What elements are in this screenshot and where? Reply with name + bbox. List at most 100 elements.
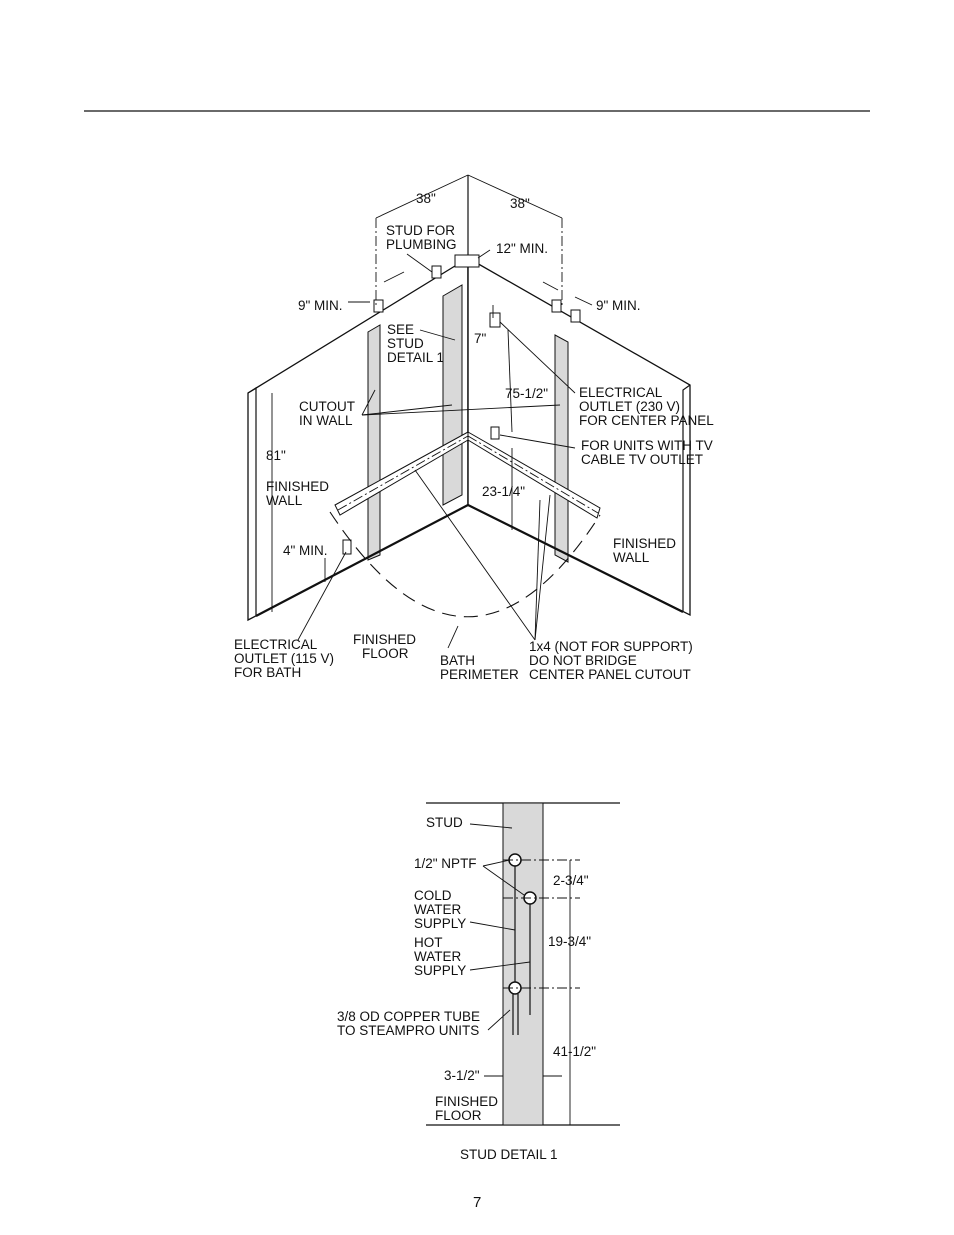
- hot-label-1: HOT: [414, 935, 443, 950]
- finished-wall-left-label-2: WALL: [266, 493, 303, 508]
- hot-label-3: SUPPLY: [414, 963, 466, 978]
- see-stud-label-2: STUD: [387, 336, 424, 351]
- copper-label-1: 3/8 OD COPPER TUBE: [337, 1009, 480, 1024]
- bath-perimeter-label-1: BATH: [440, 653, 475, 668]
- dim-9-right-label: 9" MIN.: [596, 298, 641, 313]
- leader-nptf-1: [482, 859, 511, 867]
- cutout-label-2: IN WALL: [299, 413, 353, 428]
- dim-23-label: 23-1/4": [482, 484, 525, 499]
- dim-12-leader: [477, 249, 491, 259]
- leader-cutout-3: [361, 404, 561, 416]
- floor-left: [255, 504, 469, 617]
- leader-stud-plumbing: [406, 253, 433, 273]
- page-number: 7: [473, 1194, 481, 1211]
- dim-9-left-leader2: [383, 271, 405, 283]
- finished-floor-label-1: FINISHED: [353, 632, 416, 647]
- dim-d2-label: 19-3/4": [548, 934, 591, 949]
- dim-38-right-label: 38": [510, 196, 530, 211]
- outlet-115-label-3: FOR BATH: [234, 665, 301, 680]
- leader-cold: [469, 921, 516, 931]
- stud-label: STUD: [426, 815, 463, 830]
- detail-floor-label-1: FINISHED: [435, 1094, 498, 1109]
- dim-12-label: 12" MIN.: [496, 241, 548, 256]
- leader-1x4-c: [534, 499, 541, 641]
- leader-hot: [469, 961, 531, 971]
- outlet-230-label-3: FOR CENTER PANEL: [579, 413, 714, 428]
- dim-d3-label: 41-1/2": [553, 1044, 596, 1059]
- tv-outlet-label-2: CABLE TV OUTLET: [581, 452, 703, 467]
- leader-see-stud: [419, 329, 456, 341]
- bath-perimeter-arc: [329, 511, 601, 618]
- stud-detail-title: STUD DETAIL 1: [460, 1147, 558, 1162]
- see-stud-label-3: DETAIL 1: [387, 350, 444, 365]
- one-by-four-right-dash: [467, 435, 599, 514]
- cutout-center-left: [442, 284, 463, 506]
- bath-perimeter-label-2: PERIMETER: [440, 667, 519, 682]
- cutout-label-1: CUTOUT: [299, 399, 355, 414]
- outlet-230-label-1: ELECTRICAL: [579, 385, 663, 400]
- dim-75-line: [507, 329, 513, 433]
- dim-38-right-line: [467, 174, 563, 219]
- finished-floor-label-2: FLOOR: [362, 646, 409, 661]
- cutout-left: [367, 324, 381, 561]
- tv-outlet-icon: [490, 426, 500, 440]
- stud-plumbing: [431, 265, 442, 279]
- leader-1x4-b: [534, 494, 551, 641]
- stud-detail-diagram: STUD 1/2" NPTF 2-3/4" COLD WATER SUPPLY …: [337, 802, 620, 1162]
- outlet-230-label-2: OUTLET (230 V): [579, 399, 680, 414]
- floor-right: [467, 504, 684, 613]
- stud-right: [551, 299, 562, 313]
- dim-4-label: 4" MIN.: [283, 543, 328, 558]
- leader-nptf-2: [482, 865, 525, 896]
- copper-label-2: TO STEAMPRO UNITS: [337, 1023, 479, 1038]
- leader-stud: [469, 823, 513, 829]
- hot-label-2: WATER: [414, 949, 461, 964]
- right-wall-edge: [682, 384, 691, 612]
- left-wall: [247, 256, 469, 622]
- finished-wall-right-label-2: WALL: [613, 550, 650, 565]
- one-by-four-left-dash: [337, 435, 469, 511]
- one-by-four-label-2: DO NOT BRIDGE: [529, 653, 637, 668]
- leader-cutout-1: [361, 389, 376, 416]
- outlet-115-icon: [342, 539, 352, 555]
- cold-label-2: WATER: [414, 902, 461, 917]
- dim-38-left-line: [375, 174, 469, 219]
- dim-9-right-leader: [574, 296, 593, 306]
- nptf-label: 1/2" NPTF: [414, 856, 477, 871]
- dim-7-label: 7": [474, 331, 487, 346]
- leader-copper: [487, 1009, 511, 1031]
- dim-9-left-label: 9" MIN.: [298, 298, 343, 313]
- stud-left: [373, 299, 384, 313]
- dim-3-5-label: 3-1/2": [444, 1068, 480, 1083]
- leader-bath-perimeter: [447, 625, 459, 649]
- outlet-115-label-2: OUTLET (115 V): [234, 651, 334, 666]
- outlet-230-icon: [489, 312, 501, 328]
- leader-tv: [499, 434, 576, 449]
- finished-wall-left-label-1: FINISHED: [266, 479, 329, 494]
- left-wall-edge: [247, 386, 257, 616]
- dim-81-label: 81": [266, 448, 286, 463]
- corner-install-diagram: 38" 38" STUD FOR PLUMBING 12" MIN. 9" MI…: [234, 174, 714, 682]
- cutout-right: [554, 334, 569, 563]
- stud-plumbing-label-2: PLUMBING: [386, 237, 457, 252]
- one-by-four-label-3: CENTER PANEL CUTOUT: [529, 667, 691, 682]
- dim-75-label: 75-1/2": [505, 386, 548, 401]
- stud-right-2: [570, 309, 581, 323]
- one-by-four-label-1: 1x4 (NOT FOR SUPPORT): [529, 639, 693, 654]
- leader-outlet-115: [297, 551, 347, 641]
- leader-1x4-a: [414, 469, 536, 641]
- stud-body: [502, 802, 544, 1126]
- see-stud-label-1: SEE: [387, 322, 414, 337]
- detail-floor-label-2: FLOOR: [435, 1108, 482, 1123]
- cold-label-3: SUPPLY: [414, 916, 466, 931]
- leader-outlet-230: [499, 321, 576, 394]
- outlet-115-label-1: ELECTRICAL: [234, 637, 318, 652]
- cold-label-1: COLD: [414, 888, 452, 903]
- dim-38-left-label: 38": [416, 191, 436, 206]
- leader-cutout-2: [361, 404, 453, 416]
- stud-corner: [454, 254, 480, 268]
- dim-d1-label: 2-3/4": [553, 873, 589, 888]
- finished-wall-right-label-1: FINISHED: [613, 536, 676, 551]
